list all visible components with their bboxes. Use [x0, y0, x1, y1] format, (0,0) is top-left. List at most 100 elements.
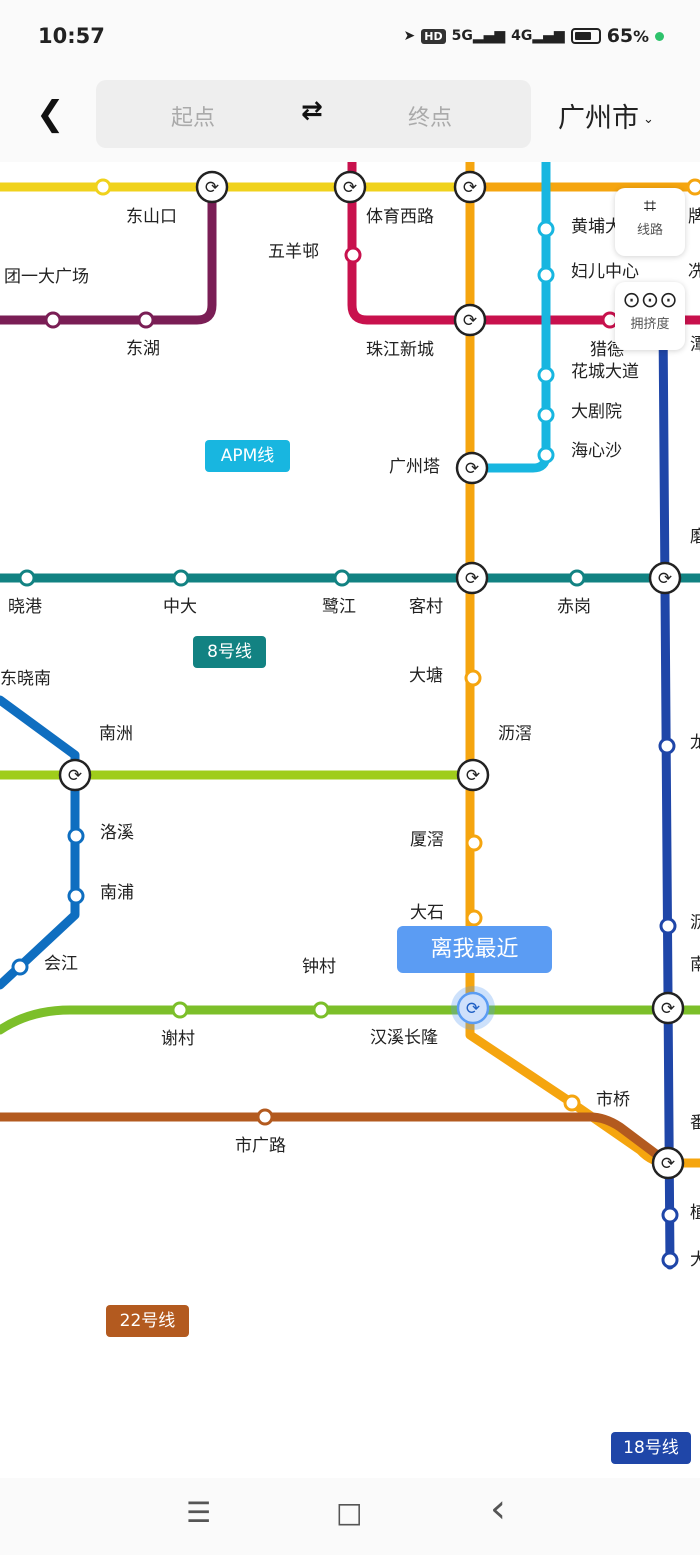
- station[interactable]: [537, 366, 555, 384]
- station[interactable]: [137, 311, 155, 329]
- svg-text:⟳: ⟳: [661, 999, 675, 1019]
- station-label: 番: [690, 1113, 700, 1133]
- station[interactable]: [171, 1001, 189, 1019]
- home-button[interactable]: □: [336, 1496, 363, 1529]
- station-label: 客村: [409, 597, 443, 617]
- station[interactable]: [18, 569, 36, 587]
- interchange-icon[interactable]: [453, 303, 487, 337]
- station[interactable]: [44, 311, 62, 329]
- signal-5g-icon: 5G▂▄▆: [451, 28, 506, 44]
- station-label: 鹭江: [322, 597, 356, 617]
- station-label: 妇儿中心: [571, 262, 639, 282]
- station-label: 洛溪: [100, 823, 134, 843]
- station[interactable]: [464, 669, 482, 687]
- station-label: 南: [690, 955, 700, 975]
- interchange-icon[interactable]: [58, 758, 92, 792]
- line-badge-22[interactable]: 22号线: [106, 1305, 189, 1337]
- station-label: 南洲: [99, 724, 133, 744]
- station-label: 中大: [163, 597, 197, 617]
- interchange-icon[interactable]: [455, 561, 489, 595]
- station-label: 南浦: [100, 883, 134, 903]
- line-6: [0, 182, 217, 325]
- interchange-icon[interactable]: [456, 758, 490, 792]
- station[interactable]: [11, 958, 29, 976]
- clock: 10:57: [38, 24, 105, 48]
- station-label: 冼: [688, 262, 700, 282]
- station-label: 五羊邨: [268, 242, 319, 262]
- city-selector[interactable]: 广州市⌄: [558, 103, 654, 134]
- station-label: 谢村: [161, 1029, 195, 1049]
- station[interactable]: [537, 446, 555, 464]
- stations: [11, 178, 700, 1269]
- station-label: 大塘: [409, 666, 443, 686]
- signal-4g-icon: 4G▂▄▆: [511, 28, 565, 44]
- station[interactable]: [568, 569, 586, 587]
- back-button[interactable]: ❮: [36, 94, 65, 134]
- battery-icon: [570, 28, 601, 44]
- interchange-icon[interactable]: [455, 451, 489, 485]
- station-label: 大石: [410, 903, 444, 923]
- interchange-icon[interactable]: [651, 1146, 685, 1180]
- interchange-icon[interactable]: [333, 170, 367, 204]
- station[interactable]: [333, 569, 351, 587]
- station-label: 珠江新城: [366, 340, 434, 360]
- station-label: 东湖: [126, 339, 160, 359]
- menu-button[interactable]: ☰: [186, 1496, 212, 1529]
- station[interactable]: [661, 1251, 679, 1269]
- station[interactable]: [537, 406, 555, 424]
- start-input[interactable]: 起点: [171, 106, 216, 131]
- battery-level: 65%: [606, 25, 649, 47]
- svg-text:⟳: ⟳: [466, 999, 480, 1019]
- routes-button[interactable]: ⌗ 线路: [615, 188, 685, 256]
- station[interactable]: [465, 834, 483, 852]
- back-nav-button[interactable]: ‹: [490, 1486, 506, 1532]
- station-label: 龙: [690, 733, 700, 753]
- interchange-icon[interactable]: [651, 991, 685, 1025]
- station[interactable]: [661, 1206, 679, 1224]
- metro-map[interactable]: ⟳⟳⟳⟳ ⟳⟳⟳⟳ ⟳⟳⟳⟳ 东山口 体育西路 黄埔大 妇儿中心 团一大广场 五…: [0, 162, 700, 1478]
- station-label: 厦滘: [410, 830, 444, 850]
- svg-text:⟳: ⟳: [205, 178, 219, 198]
- station[interactable]: [256, 1108, 274, 1126]
- station-label: 赤岗: [557, 597, 591, 617]
- station-label: 大剧院: [571, 402, 622, 422]
- crowding-icon: ⊙⊙⊙: [622, 288, 678, 313]
- svg-text:⟳: ⟳: [343, 178, 357, 198]
- svg-text:⟳: ⟳: [658, 569, 672, 589]
- interchange-icon[interactable]: [648, 561, 682, 595]
- station[interactable]: [659, 917, 677, 935]
- svg-text:⟳: ⟳: [465, 569, 479, 589]
- interchange-icon[interactable]: [195, 170, 229, 204]
- station-label: 晓港: [8, 597, 42, 617]
- station[interactable]: [344, 246, 362, 264]
- system-nav-bar: ☰ □ ‹: [0, 1478, 700, 1555]
- station-label: 东晓南: [0, 669, 51, 689]
- status-icons: ➤ HD 5G▂▄▆ 4G▂▄▆ 65%: [404, 25, 664, 47]
- station-label: 潭: [690, 335, 700, 355]
- swap-button[interactable]: ⇄: [301, 96, 323, 126]
- chevron-left-icon: ❮: [36, 94, 65, 134]
- station[interactable]: [67, 887, 85, 905]
- station[interactable]: [67, 827, 85, 845]
- nearest-station-icon[interactable]: [456, 991, 490, 1025]
- station[interactable]: [658, 737, 676, 755]
- line-badge-18[interactable]: 18号线: [611, 1432, 691, 1464]
- station[interactable]: [172, 569, 190, 587]
- station[interactable]: [312, 1001, 330, 1019]
- station[interactable]: [686, 178, 700, 196]
- location-icon: ➤: [403, 28, 416, 44]
- station[interactable]: [563, 1094, 581, 1112]
- interchange-icon[interactable]: [453, 170, 487, 204]
- line-badge-8[interactable]: 8号线: [193, 636, 266, 668]
- crowding-button[interactable]: ⊙⊙⊙ 拥挤度: [615, 282, 685, 350]
- station[interactable]: [537, 266, 555, 284]
- station[interactable]: [465, 909, 483, 927]
- line-badge-apm[interactable]: APM线: [205, 440, 290, 472]
- end-input[interactable]: 终点: [408, 106, 453, 131]
- station-label: 花城大道: [571, 362, 639, 382]
- station[interactable]: [537, 220, 555, 238]
- nearest-station-tooltip[interactable]: 离我最近: [397, 926, 552, 973]
- station[interactable]: [94, 178, 112, 196]
- line-5: [347, 162, 700, 325]
- route-lines-icon: ⌗: [643, 194, 657, 219]
